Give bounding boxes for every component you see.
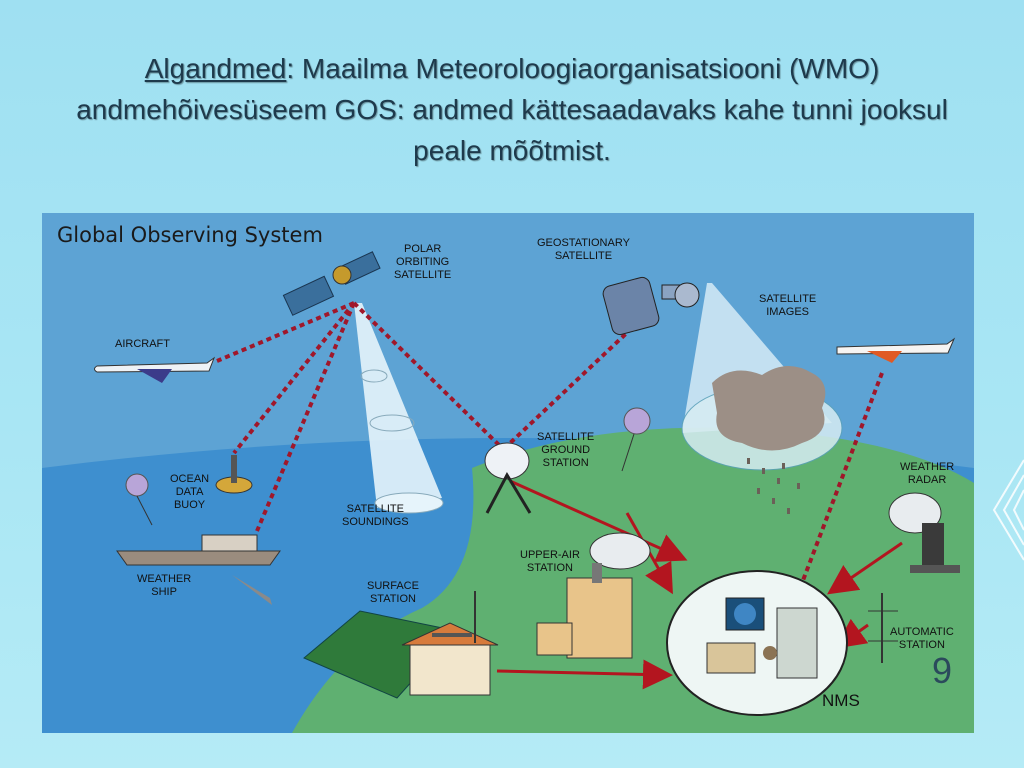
page-number: 9 xyxy=(932,650,953,691)
weather-ship-icon xyxy=(116,534,281,605)
label-automatic-station: AUTOMATIC STATION xyxy=(890,626,954,651)
figure-title: Global Observing System xyxy=(57,223,323,247)
label-weather-radar: WEATHER RADAR xyxy=(900,461,955,486)
aircraft-right-icon xyxy=(836,337,956,363)
title-rest: : Maailma Meteoroloogiaorganisatsiooni (… xyxy=(76,53,948,166)
ocean-buoy-icon xyxy=(215,455,253,494)
upper-air-station-icon xyxy=(536,532,651,659)
label-geo-satellite: GEOSTATIONARY SATELLITE xyxy=(537,237,630,262)
diagram-drawing xyxy=(42,213,974,733)
label-satellite-soundings: SATELLITE SOUNDINGS xyxy=(342,503,409,528)
geo-satellite-icon xyxy=(602,276,700,336)
label-ground-station: SATELLITE GROUND STATION xyxy=(537,431,595,469)
aircraft-icon xyxy=(94,356,216,383)
label-satellite-images: SATELLITE IMAGES xyxy=(759,293,817,318)
balloon-land-icon xyxy=(621,407,651,472)
soundings-beam xyxy=(354,303,442,508)
label-aircraft: AIRCRAFT xyxy=(115,338,170,350)
label-nms: NMS xyxy=(822,691,860,710)
polar-satellite-icon xyxy=(282,251,381,316)
cloud-formation xyxy=(712,365,826,451)
satellite-links xyxy=(216,301,884,584)
label-upper-air: UPPER-AIR STATION xyxy=(520,549,580,574)
slide-title: Algandmed: Maailma Meteoroloogiaorganisa… xyxy=(40,48,984,171)
label-polar-satellite: POLAR ORBITING SATELLITE xyxy=(394,243,452,281)
label-surface-station: SURFACE STATION xyxy=(367,580,419,605)
rain-streaks xyxy=(747,458,800,514)
surface-station-icon xyxy=(303,591,499,699)
nms-icon xyxy=(666,570,848,716)
gos-diagram: Global Observing System POLAR ORBITING S… xyxy=(42,213,974,733)
automatic-station-icon xyxy=(868,593,898,663)
balloon-ship-icon xyxy=(125,473,153,526)
title-lead: Algandmed xyxy=(144,53,287,84)
label-ocean-buoy: OCEAN DATA BUOY xyxy=(170,473,210,511)
label-weather-ship: WEATHER SHIP xyxy=(137,573,192,598)
decorative-chevron-lines xyxy=(992,459,1024,561)
weather-radar-icon xyxy=(888,492,960,573)
ground-station-icon xyxy=(484,442,532,514)
